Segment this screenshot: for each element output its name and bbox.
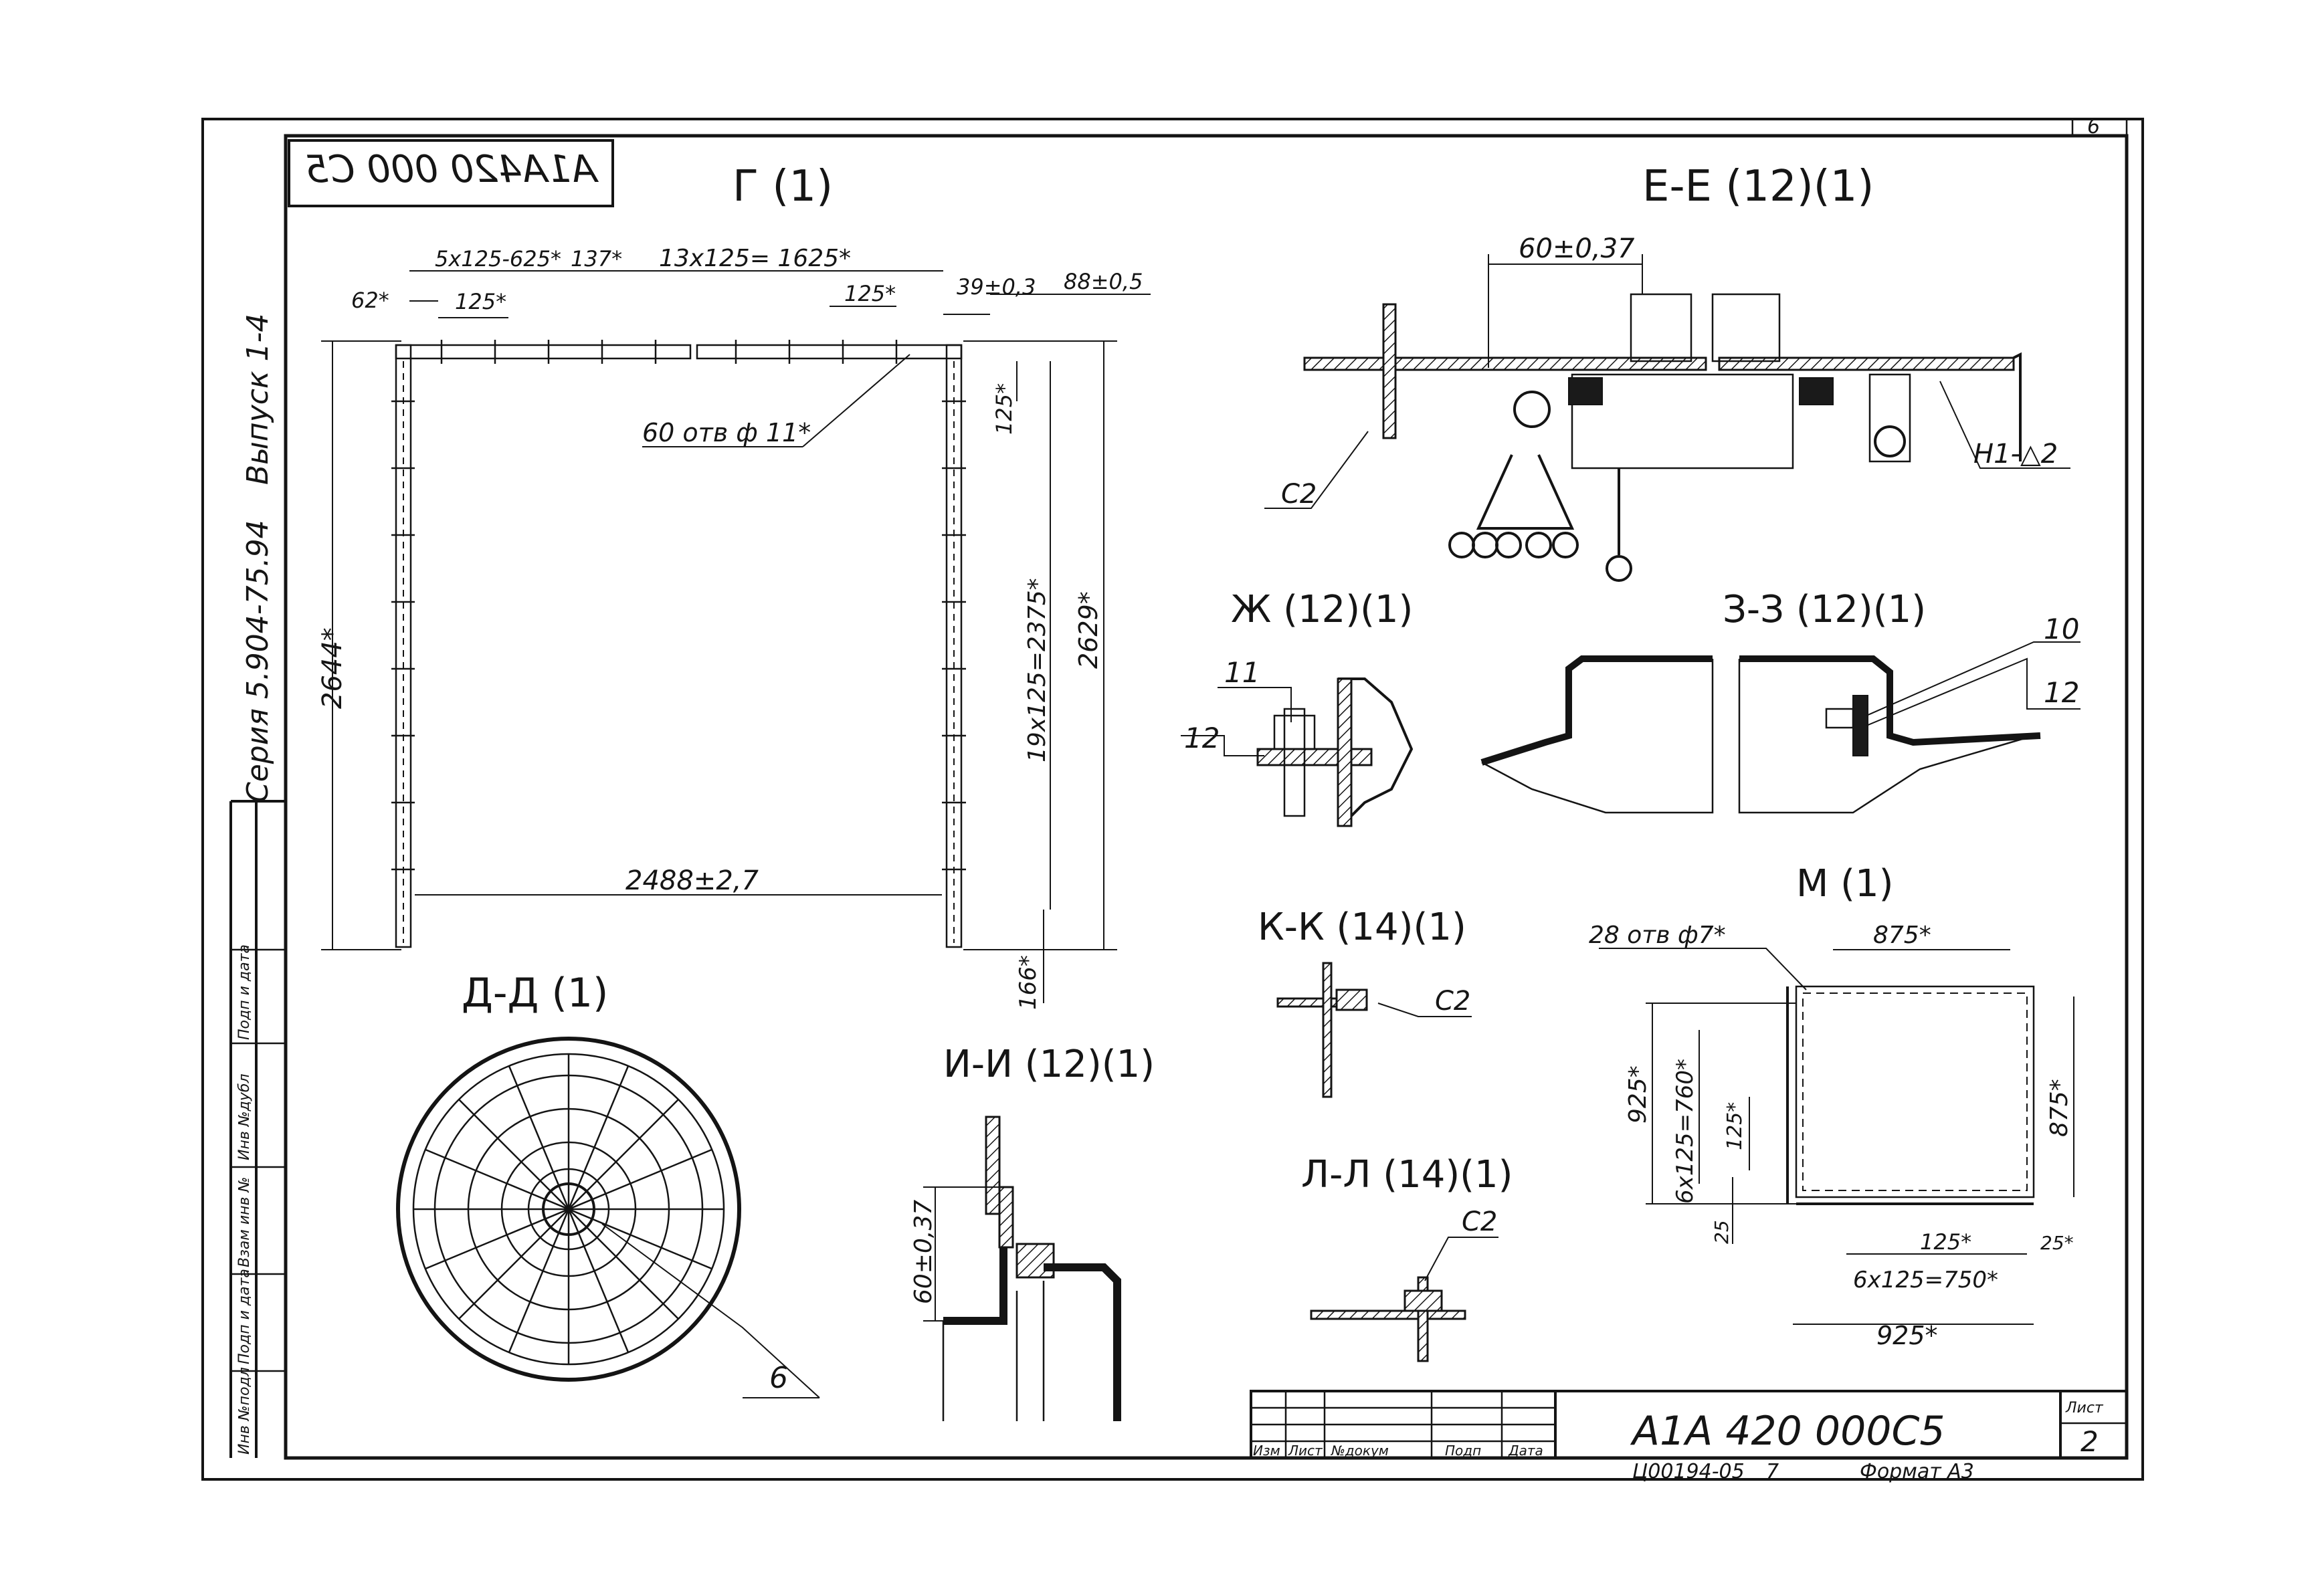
g-dim-6: 125* bbox=[844, 281, 896, 306]
g-dim-19x125: 19x125=2375* bbox=[1024, 578, 1051, 762]
g-dim-3: 13x125= 1625* bbox=[659, 245, 851, 272]
g-dim-1: 5x125-625* bbox=[435, 246, 561, 272]
m-dim-875-right: 875* bbox=[2046, 1079, 2073, 1137]
stamp-cell-4: Инв №дубл bbox=[236, 1073, 253, 1160]
view-l: Л-Л (14)(1) bbox=[1301, 1153, 1513, 1362]
g-dim-2: 137* bbox=[571, 246, 622, 272]
g-dim-8: 88±0,5 bbox=[1064, 269, 1143, 294]
col-izm: Изм bbox=[1253, 1443, 1280, 1459]
e-label-c2: C2 bbox=[1281, 479, 1317, 510]
view-k: К-К (14)(1) bbox=[1258, 906, 1472, 1098]
m-dim-925-left: 925* bbox=[1624, 1065, 1652, 1124]
sheet-label: Лист bbox=[2065, 1400, 2104, 1416]
l-label-c2: C2 bbox=[1462, 1206, 1497, 1237]
m-dim-25-bottom: 25* bbox=[2040, 1232, 2074, 1254]
issue-label: Выпуск 1-4 bbox=[241, 314, 275, 485]
col-list: Лист bbox=[1288, 1443, 1323, 1459]
g-dim-4: 62* bbox=[351, 288, 389, 313]
g-dim-166: 166* bbox=[1015, 955, 1042, 1010]
view-z-title: З-З (12)(1) bbox=[1723, 588, 1926, 631]
stamp-cell-1: Инв №подл bbox=[236, 1367, 253, 1455]
top-stamp-text: A1A420 000 C5 bbox=[305, 148, 599, 191]
view-k-title: К-К (14)(1) bbox=[1258, 906, 1466, 949]
g-dim-2488: 2488±2,7 bbox=[625, 865, 759, 896]
g-dim-height-2644: 2644* bbox=[317, 627, 348, 709]
view-m-title: М (1) bbox=[1796, 862, 1893, 906]
d-label-6: 6 bbox=[769, 1361, 788, 1395]
footer-copy: 7 bbox=[1766, 1460, 1779, 1483]
k-label-c2: C2 bbox=[1435, 986, 1470, 1017]
col-podp: Подп bbox=[1445, 1443, 1481, 1459]
m-dim-6x125-750: 6x125=750* bbox=[1853, 1267, 1998, 1293]
i-dim-60: 60±0,37 bbox=[910, 1200, 937, 1304]
title-block bbox=[1250, 1390, 2128, 1459]
e-dim-60: 60±0,37 bbox=[1519, 233, 1635, 264]
view-m: М (1) bbox=[1599, 862, 2074, 1325]
m-dim-125-bottom: 125* bbox=[1920, 1229, 1971, 1255]
sheet-number: 2 bbox=[2080, 1425, 2099, 1458]
g-dim-5: 125* bbox=[455, 289, 506, 314]
footer-format: Формат А3 bbox=[1860, 1460, 1974, 1483]
z-label-10: 10 bbox=[2044, 613, 2079, 645]
g-dim-2629: 2629* bbox=[1074, 591, 1103, 669]
col-data: Дата bbox=[1508, 1443, 1543, 1459]
g-holes-label: 60 отв ф 11* bbox=[642, 418, 811, 447]
m-dim-875-top: 875* bbox=[1873, 922, 1931, 949]
m-holes-label: 28 отв ф7* bbox=[1589, 922, 1726, 949]
col-dokum: №докум bbox=[1331, 1443, 1389, 1459]
m-dim-125: 125* bbox=[1723, 1102, 1747, 1150]
footer-code: Ц00194-05 bbox=[1632, 1460, 1745, 1483]
top-stamp: A1A420 000 C5 bbox=[288, 139, 614, 207]
side-strip bbox=[229, 800, 286, 1458]
e-label-h1: H1-△2 bbox=[1973, 439, 2058, 469]
m-dim-925-bottom: 925* bbox=[1876, 1321, 1938, 1350]
g-dim-10: 125* bbox=[991, 383, 1017, 435]
view-zh-title: Ж (12)(1) bbox=[1231, 588, 1413, 631]
view-z: З-З (12)(1) bbox=[1480, 588, 2080, 814]
drawing-frame bbox=[201, 118, 2144, 1481]
view-i-title: И-И (12)(1) bbox=[943, 1043, 1155, 1086]
zh-label-12: 12 bbox=[1184, 722, 1220, 754]
g-dim-7: 39±0,3 bbox=[957, 274, 1036, 300]
view-i: И-И (12)(1) bbox=[923, 1043, 1155, 1421]
view-e: Е-Е (12)(1) bbox=[1264, 162, 2070, 582]
m-dim-25-left: 25 bbox=[1711, 1220, 1733, 1244]
view-g: Г (1) bbox=[317, 162, 1151, 1010]
view-l-title: Л-Л (14)(1) bbox=[1301, 1153, 1513, 1196]
sheet-corner-number: 6 bbox=[2087, 115, 2100, 138]
view-zh: Ж (12)(1) bbox=[1181, 588, 1413, 827]
stamp-cell-5: Подп и дата bbox=[236, 944, 253, 1040]
zh-label-11: 11 bbox=[1224, 656, 1260, 689]
stamp-cell-3: Взам инв № bbox=[236, 1177, 253, 1267]
m-dim-6x125-760: 6x125=760* bbox=[1672, 1059, 1699, 1204]
view-e-title: Е-Е (12)(1) bbox=[1642, 162, 1874, 211]
series-label: Серия 5.904-75.94 bbox=[241, 520, 275, 803]
view-d-title: Д-Д (1) bbox=[462, 970, 608, 1017]
title-designation: А1А 420 000С5 bbox=[1630, 1408, 1945, 1455]
view-d: Д-Д (1) bbox=[396, 970, 820, 1398]
view-g-title: Г (1) bbox=[733, 162, 833, 211]
z-label-12: 12 bbox=[2044, 676, 2079, 709]
stamp-cell-2: Подп и дата bbox=[236, 1269, 253, 1364]
